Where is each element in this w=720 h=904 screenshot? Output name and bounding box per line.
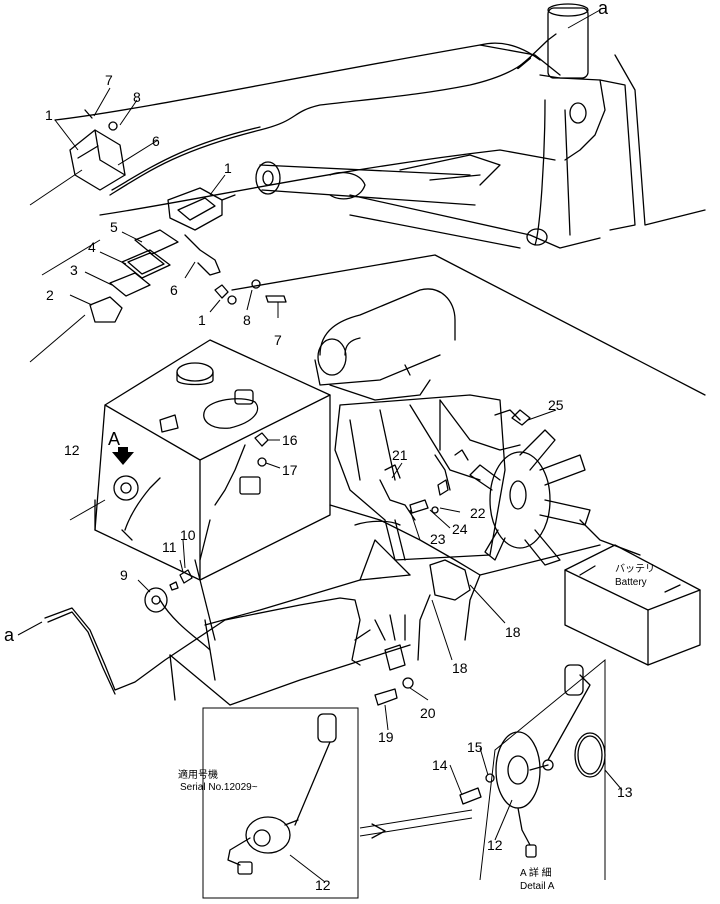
callout-18: 18 [505,624,521,640]
view-a-arrow [112,447,134,465]
chassis-frame [169,254,706,706]
callout-17: 17 [282,462,298,478]
callout-10: 10 [180,527,196,543]
callout-21: 21 [392,447,408,463]
work-lamp-lower [167,187,236,231]
callout-19: 19 [378,729,394,745]
boom-arm [54,3,706,249]
engine [314,288,591,566]
serial-label-jp: 適用号機 [178,768,218,781]
callout-5: 5 [110,219,118,235]
fuel-tank [94,339,331,581]
callout-9: 9 [120,567,128,583]
callout-3: 3 [70,262,78,278]
callout-14: 14 [432,757,448,773]
callout-22: 22 [470,505,486,521]
ref-a-left: a [4,625,15,645]
detail-label-jp: A 詳 細 [520,866,552,879]
callout-7: 7 [274,332,282,348]
callout-20: 20 [420,705,436,721]
detail-label-en: Detail A [520,881,555,892]
callout-16: 16 [282,432,298,448]
ref-a-top: a [598,0,609,18]
callout-13: 13 [617,784,633,800]
callout-1: 1 [198,312,206,328]
callout-1: 1 [45,107,53,123]
detail-a [459,658,606,881]
callout-4: 4 [88,239,96,255]
callout-6: 6 [152,133,160,149]
lamp-exploded-parts [89,229,287,323]
callout-24: 24 [452,521,468,537]
labels: バッテリ Battery 適用号機 Serial No.12029~ A 詳 細… [178,563,655,892]
callout-12: 12 [315,877,331,893]
callouts: 1 7 8 6 1 5 4 3 2 6 1 8 7 A 12 16 17 10 … [4,0,633,893]
view-a-label: A [108,429,120,449]
callout-25: 25 [548,397,564,413]
callout-11: 11 [162,539,177,555]
callout-8: 8 [133,89,141,105]
leader-lines [17,9,623,883]
callout-2: 2 [46,287,54,303]
serial-inset [202,707,473,899]
battery-label-jp: バッテリ [615,563,655,575]
callout-12: 12 [487,837,503,853]
callout-12: 12 [64,442,80,458]
callout-15: 15 [467,739,483,755]
serial-label-en: Serial No.12029~ [180,782,258,793]
small-parts [113,409,531,706]
callout-7: 7 [105,72,113,88]
callout-8: 8 [243,312,251,328]
wiring-harness [44,399,641,695]
battery-label-en: Battery [615,577,647,588]
callout-23: 23 [430,531,446,547]
work-lamp-upper [69,109,126,191]
battery [564,544,701,666]
callout-6: 6 [170,282,178,298]
callout-18: 18 [452,660,468,676]
callout-1: 1 [224,160,232,176]
